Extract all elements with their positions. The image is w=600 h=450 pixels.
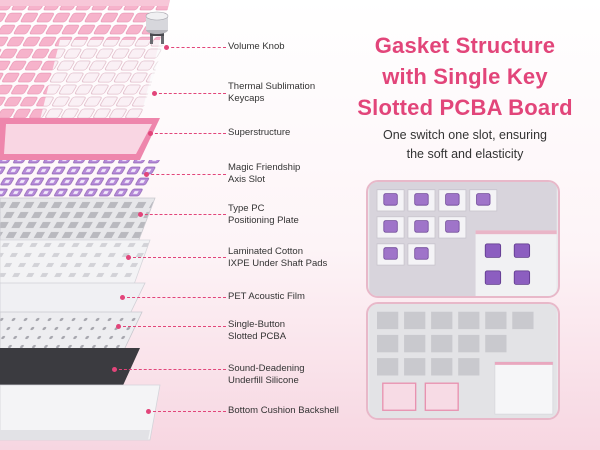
layer-label-line: Volume Knob: [228, 41, 285, 52]
backshell-layer: [0, 384, 161, 441]
layer-label-line: Thermal Sublimation: [228, 81, 316, 92]
layer-label-line: Sound-Deadening: [228, 363, 305, 374]
layer-label-line: Type PC: [228, 203, 265, 214]
layer-label-superstructure: Superstructure: [228, 127, 290, 139]
layer-label-line: Keycaps: [228, 93, 265, 104]
layer-label-line: Single-Button: [228, 319, 286, 330]
superstructure-layer: [0, 118, 160, 160]
layer-label-backshell: Bottom Cushion Backshell: [228, 405, 339, 417]
layer-label-line: Axis Slot: [228, 174, 265, 185]
layer-label-line: Underfill Silicone: [228, 375, 299, 386]
layer-label-line: Laminated Cotton: [228, 246, 303, 257]
exploded-keyboard-illustration: [0, 0, 170, 441]
layer-label-pet-film: PET Acoustic Film: [228, 291, 305, 303]
layer-label-volume-knob: Volume Knob: [228, 41, 285, 53]
layer-label-line: Bottom Cushion Backshell: [228, 405, 339, 416]
ixpe-pad-layer: [0, 239, 151, 291]
headline-line: with Single Key: [382, 64, 548, 89]
layer-label-ixpe-pads: Laminated Cotton IXPE Under Shaft Pads: [228, 246, 327, 270]
layer-label-line: Positioning Plate: [228, 215, 299, 226]
layer-label-keycaps: Thermal Sublimation Keycaps: [228, 81, 315, 105]
layer-label-line: IXPE Under Shaft Pads: [228, 258, 328, 269]
pcba-layer: [0, 311, 143, 351]
layer-label-line: Magic Friendship: [228, 162, 301, 173]
layer-label-silicone: Sound-Deadening Underfill Silicone: [228, 363, 305, 387]
layer-label-line: Superstructure: [228, 127, 291, 138]
headline-line: Slotted PCBA Board: [357, 95, 573, 120]
layer-label-line: Slotted PCBA: [228, 331, 287, 342]
closeup-photo-slotted-plate: [366, 302, 560, 420]
headline: Gasket Structure with Single Key Slotted…: [340, 30, 590, 123]
tagline-line: One switch one slot, ensuring: [383, 128, 547, 142]
closeup-photo-switches: [366, 180, 560, 298]
volume-knob-icon: [145, 11, 169, 44]
layer-label-line: PET Acoustic Film: [228, 291, 305, 302]
layer-label-pc-plate: Type PC Positioning Plate: [228, 203, 299, 227]
layer-label-pcba: Single-Button Slotted PCBA: [228, 319, 286, 343]
switch-layer: [0, 160, 160, 205]
tagline: One switch one slot, ensuring the soft a…: [345, 126, 585, 164]
layer-label-axis-slot: Magic Friendship Axis Slot: [228, 162, 300, 186]
tagline-line: the soft and elasticity: [406, 147, 524, 161]
headline-line: Gasket Structure: [374, 33, 556, 58]
keycaps-layer: [0, 0, 170, 120]
